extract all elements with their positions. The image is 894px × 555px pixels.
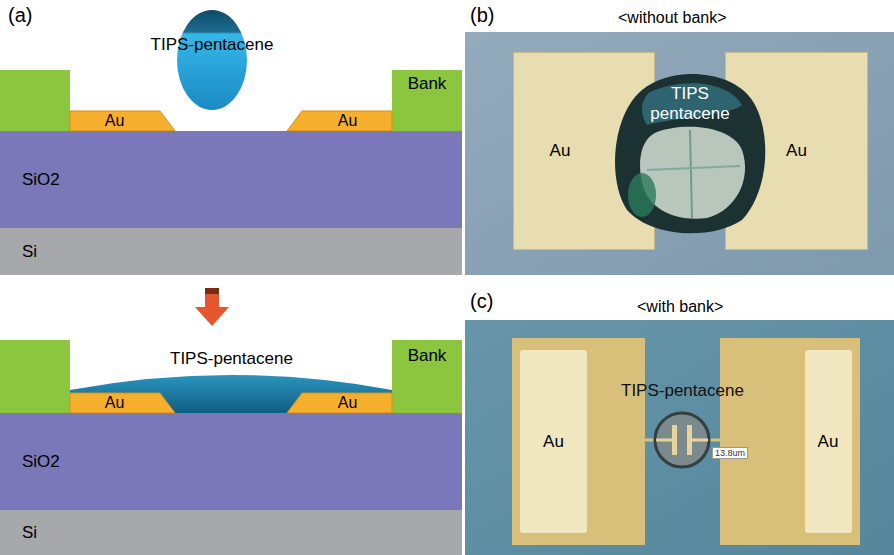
node-label: SiO2 (22, 170, 60, 190)
oxide-layer: SiO2 (0, 131, 462, 228)
grain-boundary (690, 130, 692, 218)
node-label: Au (543, 432, 564, 452)
gold-electrode: Au (287, 393, 392, 413)
bank-wall: Bank (392, 70, 462, 131)
gold-electrode: Au (70, 111, 175, 131)
gold-pad-outline (720, 338, 860, 545)
gold-electrode-shape (287, 111, 392, 131)
node-label: Si (22, 523, 37, 543)
node-label: Au (105, 394, 125, 412)
gold-pad-outline (512, 338, 645, 545)
gold-electrode-shape (287, 393, 392, 413)
gold-electrode-shape (70, 393, 175, 413)
silicon-layer: Si (0, 510, 462, 555)
bank-wall (0, 340, 70, 413)
node-label: Si (22, 242, 37, 262)
process-arrow (205, 288, 219, 308)
electrode-line (691, 439, 708, 442)
node-label: Au (338, 394, 358, 412)
panel-title: <with bank> (637, 298, 723, 316)
crystal-blob: TIPS pentacene (612, 70, 768, 235)
node-label: SiO2 (22, 452, 60, 472)
electrode-finger (672, 425, 677, 455)
gold-electrode: Au (70, 393, 175, 413)
node-label: TIPS pentacene (640, 84, 740, 123)
pad-inner (805, 350, 852, 533)
ink-droplet: TIPS-pentacene (137, 8, 287, 112)
gold-pad: Au (720, 338, 860, 545)
node-label: Bank (408, 74, 447, 94)
layer-label: TIPS-pentacene (621, 381, 744, 401)
bank-well (655, 413, 709, 467)
node-label: Au (786, 141, 807, 161)
node-label: Au (550, 141, 571, 161)
gold-electrode: Au (287, 111, 392, 131)
panel-title: <without bank> (618, 9, 727, 27)
node-label: Au (105, 112, 125, 130)
pad-inner (520, 350, 587, 533)
scale-label: 13.8um (712, 447, 748, 459)
node-label: Au (818, 432, 839, 452)
silicon-layer: Si (0, 228, 462, 275)
micrograph-ground (465, 32, 894, 275)
ink-droplet-outline (137, 8, 287, 112)
blob-crystal (640, 127, 745, 219)
node-label: TIPS-pentacene (151, 35, 274, 55)
blob-edge (628, 173, 656, 217)
electrode-finger (687, 425, 692, 455)
process-arrow (195, 307, 229, 326)
electrode-line (656, 439, 673, 442)
blob-rim (615, 74, 765, 233)
gold-electrode-shape (70, 111, 175, 131)
droplet-shape (177, 10, 247, 110)
node-label: Au (338, 112, 358, 130)
gold-pad: Au (512, 338, 645, 545)
oxide-layer: SiO2 (0, 413, 462, 510)
panel-letter: (b) (470, 4, 494, 27)
process-arrow (205, 288, 219, 294)
node-label: Bank (408, 346, 447, 366)
micrograph-ground (465, 320, 894, 555)
semiconductor-film (70, 375, 392, 413)
panel-letter: (c) (470, 290, 493, 313)
bank-wall: Bank (392, 340, 462, 413)
blob-group (615, 74, 765, 233)
layer-label: TIPS-pentacene (170, 349, 293, 369)
bank-wall (0, 70, 70, 131)
panel-letter: (a) (8, 4, 32, 27)
grain-boundary (647, 166, 740, 170)
